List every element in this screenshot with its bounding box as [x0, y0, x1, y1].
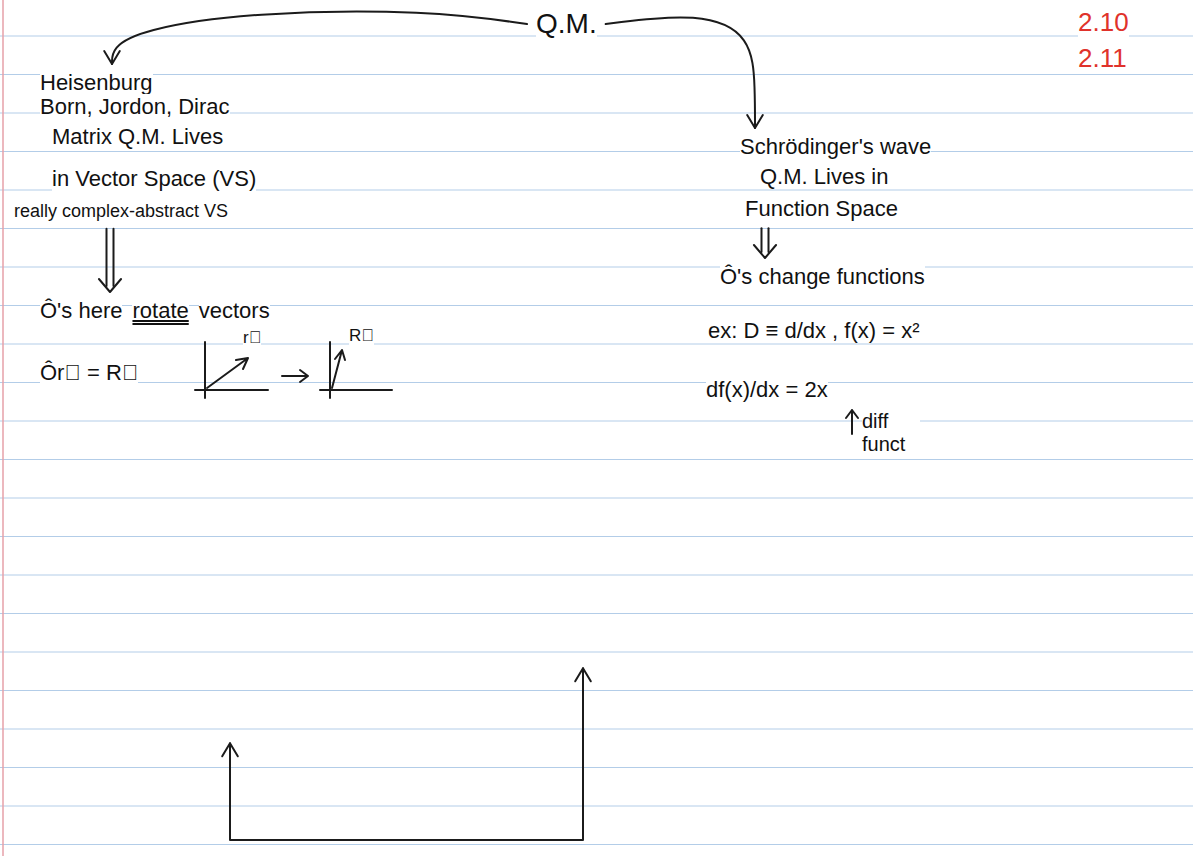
- ruled-lines: [0, 36, 1193, 845]
- page-reference: 2.10: [1078, 8, 1129, 38]
- ruled-line: [0, 74, 1193, 75]
- maps-to-arrow: [282, 370, 308, 382]
- arrow-connector: [104, 12, 527, 64]
- arrow-line: [112, 12, 527, 64]
- ruled-line: [0, 344, 1193, 345]
- note-group: Ô's here rotate vectorsÔr⃗ = R⃗: [37, 295, 273, 388]
- arrow-connector: [754, 228, 776, 258]
- arrow-head: [747, 115, 763, 128]
- note-group: Schrödinger's waveQ.M. Lives in Function …: [737, 131, 934, 224]
- arrow-head: [222, 743, 238, 756]
- arrow-head: [575, 668, 591, 681]
- handwritten-note: Q.M. Lives in: [760, 164, 888, 189]
- handwritten-note: Function Space: [745, 196, 898, 221]
- vector-arrow: [332, 350, 345, 388]
- ruled-line: [0, 729, 1193, 730]
- ruled-line: [0, 613, 1193, 614]
- page-reference: 2.11: [1078, 44, 1127, 74]
- handwritten-note: Heisenburg: [40, 70, 153, 95]
- ruled-line: [0, 151, 1193, 152]
- handwritten-note: rotate: [132, 298, 188, 323]
- axes: [320, 342, 392, 398]
- handwritten-note: vectors: [199, 298, 270, 323]
- arrow-rail: [761, 228, 763, 252]
- arrow-head: [104, 51, 120, 64]
- arrow-rail: [768, 228, 770, 252]
- handwritten-note: Q.M.: [536, 8, 597, 40]
- arrow-connector: [99, 229, 121, 292]
- arrow-line: [606, 17, 755, 128]
- arrow-rail: [106, 229, 108, 286]
- ruled-line: [0, 844, 1193, 845]
- handwritten-note: Born, Jordon, Dirac: [40, 94, 230, 119]
- handwritten-note: Matrix Q.M. Lives: [52, 124, 223, 149]
- vector-label: R⃗: [349, 326, 374, 346]
- vector-label: r⃗: [243, 328, 261, 348]
- ruled-line: [0, 267, 1193, 268]
- note-group: Q.M.: [533, 5, 600, 43]
- handwritten-note: ex: D ≡ d/dx , f(x) = x²: [708, 318, 920, 343]
- note-group: Ô's change functions ex: D ≡ d/dx , f(x) …: [703, 261, 928, 405]
- arrow-head: [754, 245, 776, 258]
- handwritten-note: Ôr⃗ = R⃗: [40, 360, 138, 385]
- handwritten-note: df(x)/dx = 2x: [706, 377, 828, 402]
- ruled-line: [0, 459, 1193, 460]
- handwritten-note: really complex-abstract VS: [14, 201, 228, 222]
- pointer-arrow: [846, 410, 858, 434]
- margin-line: [2, 0, 4, 856]
- ruled-line: [0, 421, 1193, 422]
- ruled-line: [0, 652, 1193, 653]
- ruled-line: [0, 498, 1193, 499]
- handwritten-note: Ô's change functions: [720, 264, 925, 289]
- handwritten-note: Ô's here: [40, 298, 122, 323]
- ruled-line: [0, 382, 1193, 383]
- ruled-line: [0, 228, 1193, 229]
- arrow-connector: [222, 668, 591, 840]
- ruled-line: [0, 536, 1193, 537]
- arrow-line: [230, 668, 583, 840]
- ruled-line: [0, 767, 1193, 768]
- arrow-connector: [606, 17, 763, 128]
- axes: [195, 342, 268, 398]
- ruled-line: [0, 690, 1193, 691]
- ruled-line: [0, 575, 1193, 576]
- arrow-rail: [113, 229, 115, 286]
- rotation-sketch: [195, 342, 858, 434]
- annotation: diff funct: [862, 410, 920, 456]
- vector-arrow: [207, 358, 248, 388]
- arrow-head: [99, 279, 121, 292]
- handwritten-note: Schrödinger's wave: [740, 134, 931, 159]
- handwritten-note: in Vector Space (VS): [52, 166, 256, 191]
- note-group: HeisenburgBorn, Jordon, DiracMatrix Q.M.…: [11, 67, 259, 225]
- ruled-line: [0, 806, 1193, 807]
